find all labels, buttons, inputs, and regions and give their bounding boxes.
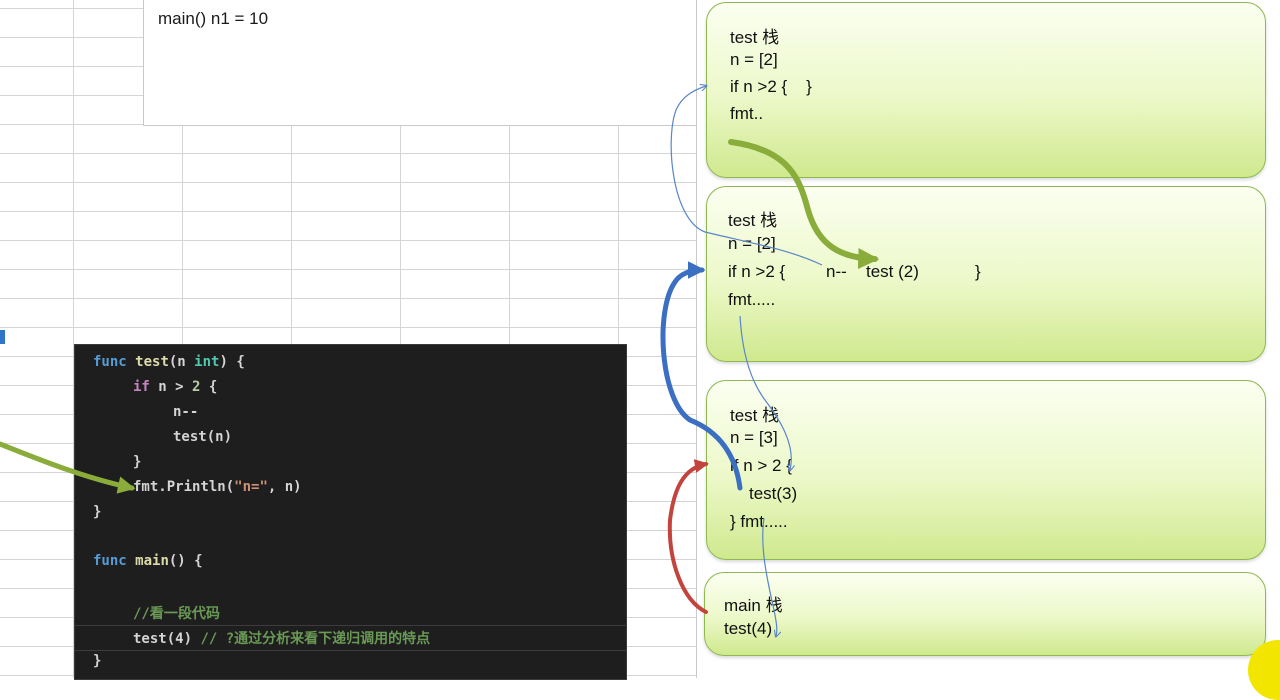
stack-frame-test-top: test 栈 n = [2] if n >2 { } fmt.. xyxy=(706,2,1266,178)
frame-if: if n >2 { xyxy=(728,262,786,281)
stack-frame-main: main 栈 test(4) xyxy=(704,572,1266,656)
frame-title: test 栈 xyxy=(728,211,778,230)
code-line-9: //看一段代码 xyxy=(133,606,220,622)
frame-call: test (2) xyxy=(866,262,919,281)
frame-if: if n > 2 { xyxy=(730,456,792,475)
frame-fmt: fmt.. xyxy=(730,104,764,123)
code-line-8: func main() { xyxy=(93,553,203,569)
frame-title: test 栈 xyxy=(730,28,780,47)
frame-var-n: n = [2] xyxy=(730,50,778,69)
code-current-line xyxy=(75,625,626,651)
stack-frame-test-2: test 栈 n = [2] if n >2 { n-- test (2) } … xyxy=(706,186,1266,362)
code-line-4: test(n) xyxy=(173,429,233,445)
frame-var-n: n = [3] xyxy=(730,428,778,447)
stack-frame-test-3: test 栈 n = [3] if n > 2 { test(3) } fmt.… xyxy=(706,380,1266,560)
code-line-3: n-- xyxy=(173,404,199,420)
frame-fmt: } fmt..... xyxy=(730,512,788,531)
code-line-1: func test(n int) { xyxy=(93,354,245,370)
frame-if: if n >2 { } xyxy=(730,77,812,96)
frame-call: test(3) xyxy=(749,484,798,503)
code-line-5: } xyxy=(133,454,142,470)
note-text: main() n1 = 10 xyxy=(158,9,269,28)
frame-title: test 栈 xyxy=(730,406,780,425)
code-line-6: fmt.Println("n=", n) xyxy=(133,479,302,495)
frame-title: main 栈 xyxy=(724,596,783,615)
frame-fmt: fmt..... xyxy=(728,290,776,309)
code-line-7: } xyxy=(93,504,102,520)
frame-var-n: n = [2] xyxy=(728,234,776,253)
frame-close-brace: } xyxy=(975,262,981,281)
note-box: main() n1 = 10 xyxy=(143,0,715,126)
frame-call: test(4) xyxy=(724,619,773,638)
frame-decrement: n-- xyxy=(826,262,847,281)
code-line-10: test(4) // ?通过分析来看下递归调用的特点 xyxy=(133,631,431,647)
selection-marker xyxy=(0,330,5,344)
code-editor: func test(n int) { if n > 2 { n-- test(n… xyxy=(74,344,627,680)
code-line-2: if n > 2 { xyxy=(133,379,218,395)
code-line-11: } xyxy=(93,653,102,669)
